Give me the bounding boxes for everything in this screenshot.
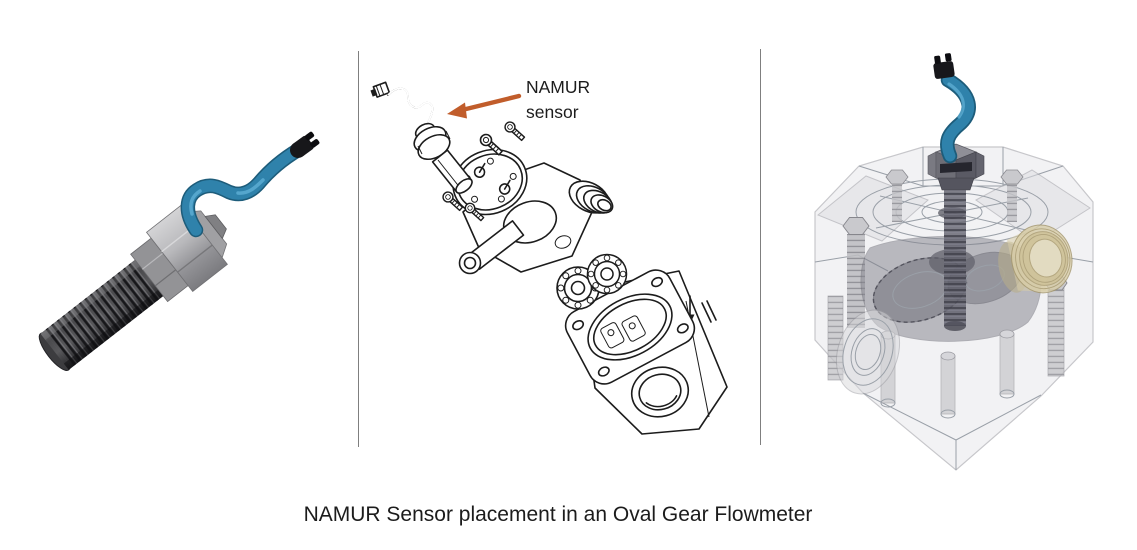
sensor-cable (180, 142, 306, 238)
installed-sensor (927, 53, 985, 331)
sensor-wire (387, 87, 434, 130)
bolt-arm (458, 220, 525, 275)
sensor-annotation-label: NAMUR sensor (526, 75, 590, 125)
cover-bolts (842, 169, 1024, 328)
sensor-cable (940, 72, 976, 164)
panel-divider-left (357, 51, 359, 447)
housing-port (630, 366, 690, 418)
flowmeter-assembled-translucent-render (814, 53, 1094, 471)
cable-connector-tip (290, 131, 320, 158)
side-threaded-port (568, 180, 614, 214)
cable-connector-tip (933, 53, 955, 79)
sensor-bolt-assembly (38, 204, 228, 371)
namur-sensor-3d-render (38, 131, 320, 371)
exploded-namur-sensor (370, 81, 473, 194)
sensor-wire-connector (370, 81, 391, 98)
top-cover-plate (452, 148, 528, 216)
bottom-housing (564, 269, 728, 435)
outlet-port-tan (998, 224, 1073, 294)
annotation-arrow (447, 93, 522, 119)
annotation-line-2: sensor (526, 102, 579, 122)
flowmeter-exploded-line-drawing (370, 81, 728, 435)
hex-nut (145, 204, 228, 292)
panel-divider-right (759, 49, 761, 445)
figure-caption: NAMUR Sensor placement in an Oval Gear F… (303, 503, 813, 526)
annotation-line-1: NAMUR (526, 77, 591, 97)
inlet-port (836, 309, 900, 395)
